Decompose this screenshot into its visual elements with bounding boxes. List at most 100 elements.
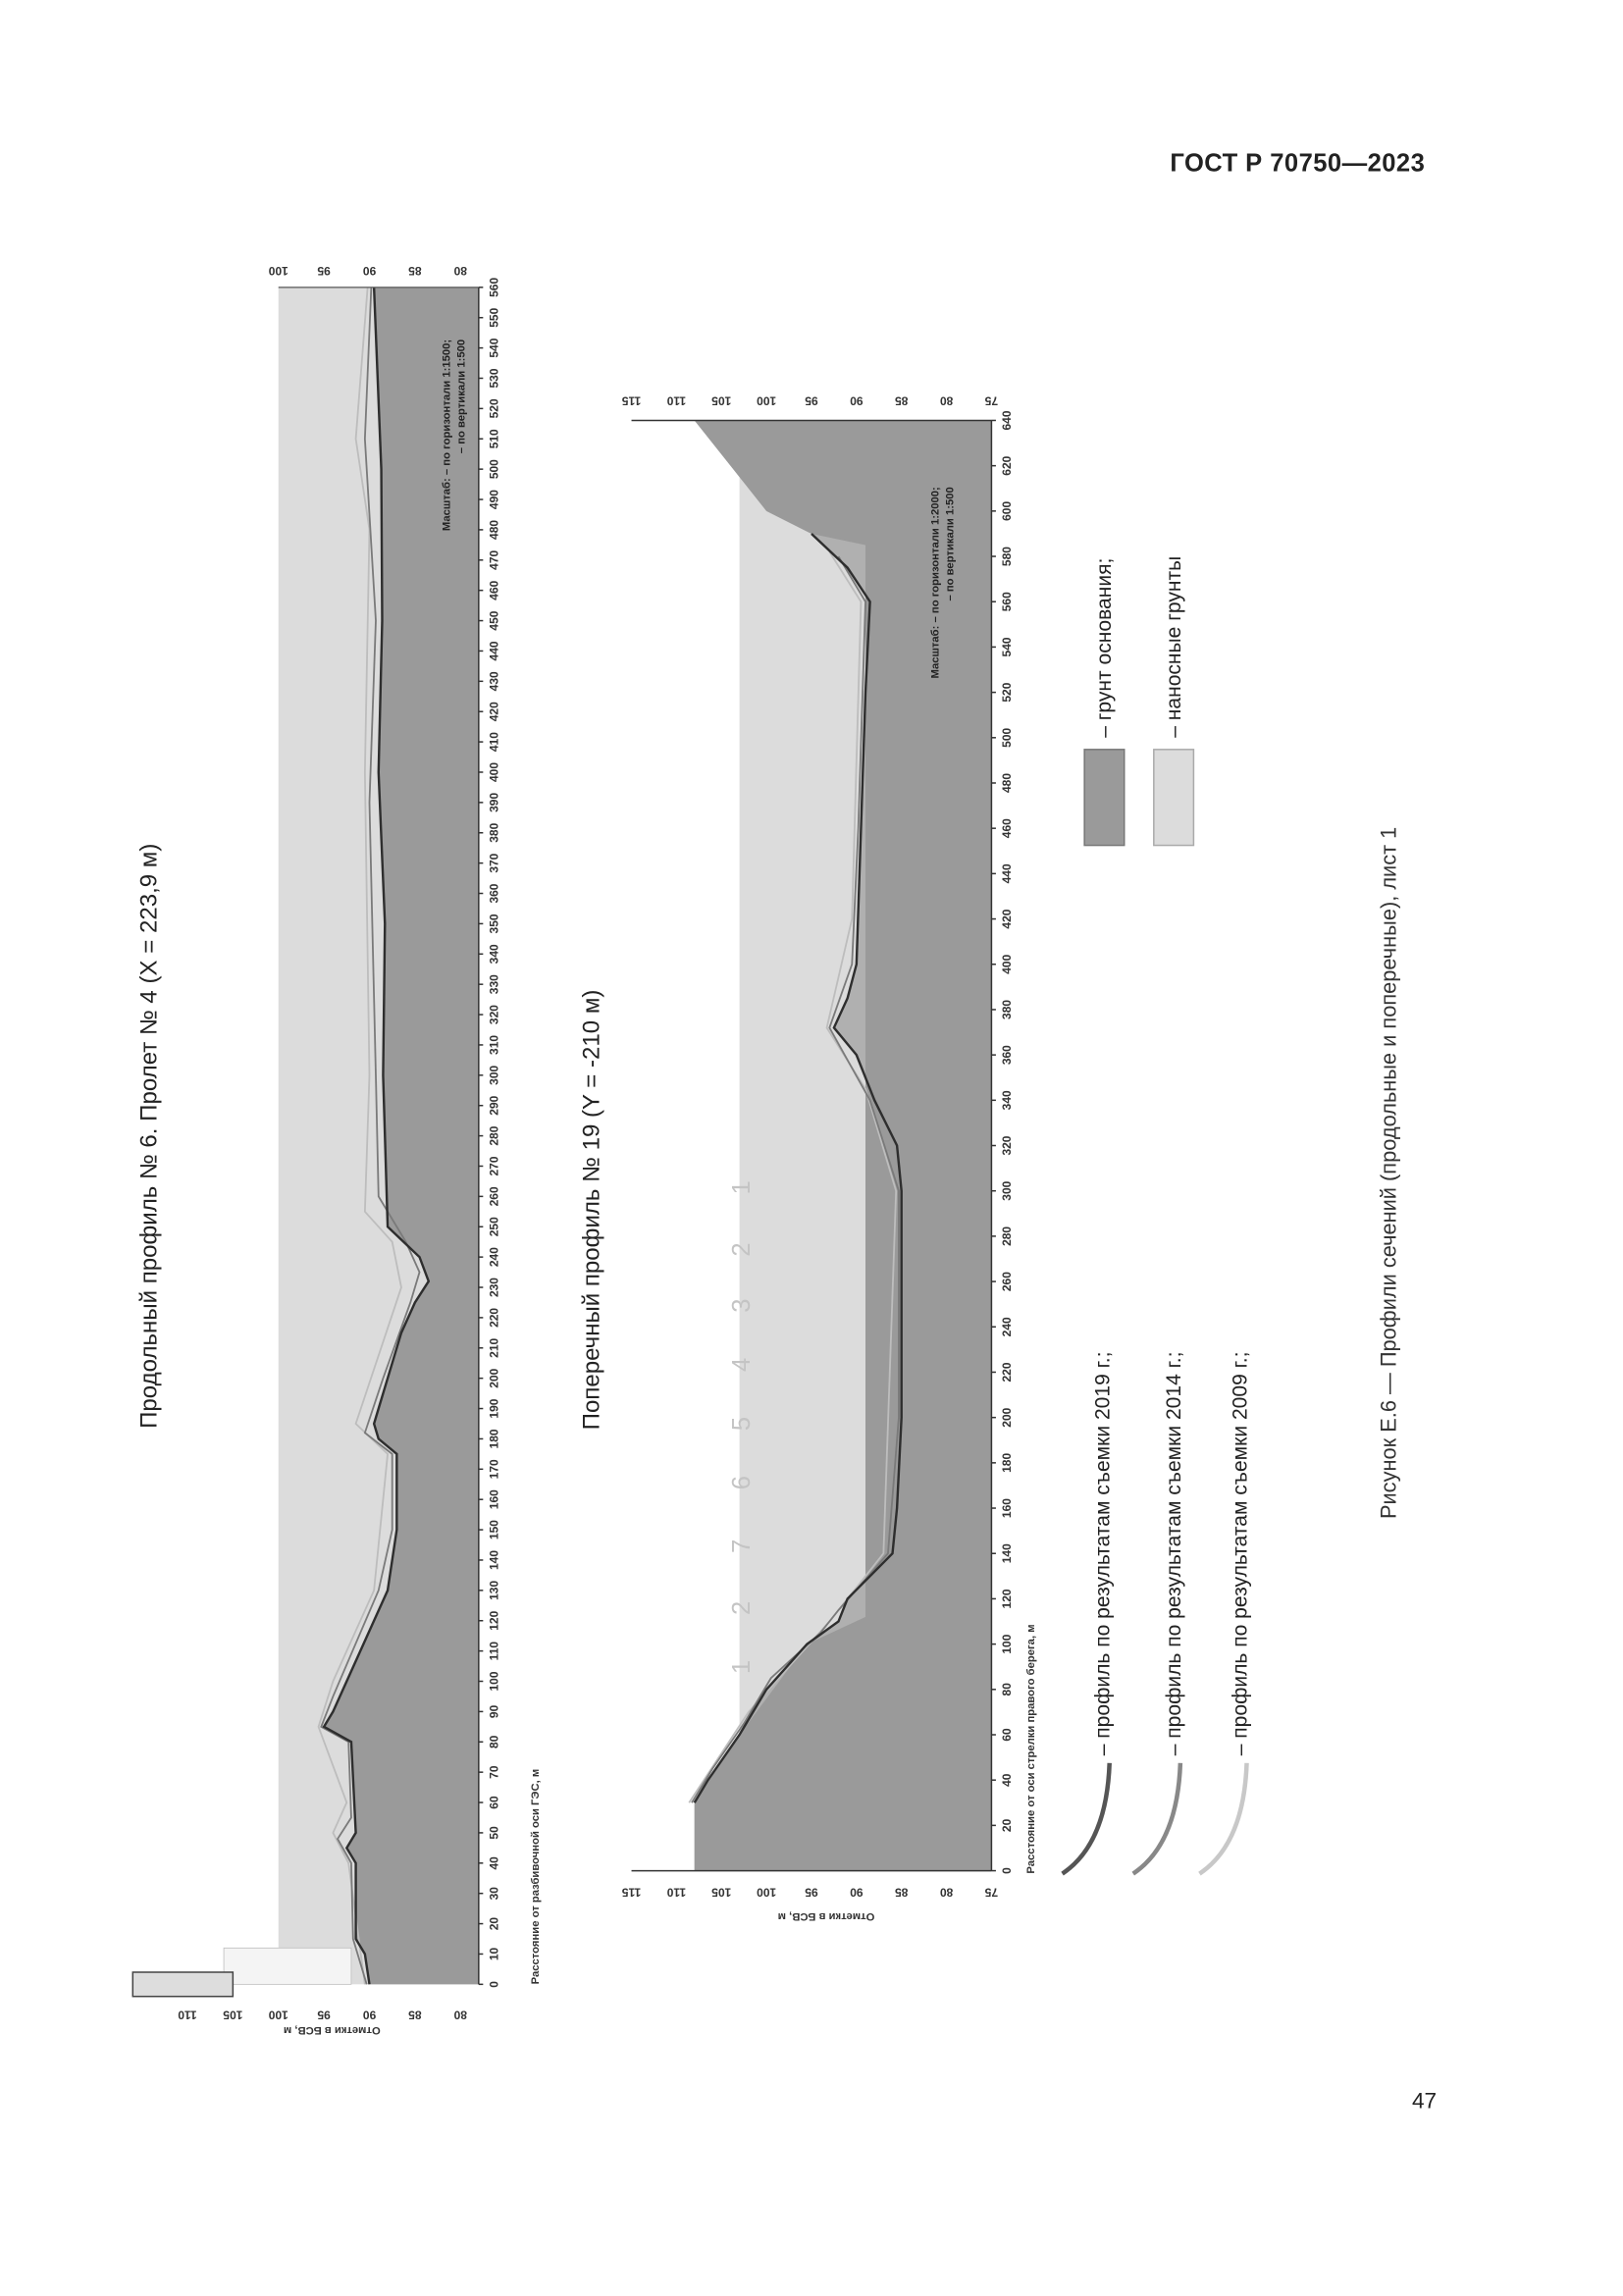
y-tick-label-left: 95 — [805, 1886, 818, 1900]
y-tick-label-right: 90 — [850, 393, 864, 407]
x-tick-label: 320 — [487, 1005, 500, 1024]
x-tick-label: 530 — [487, 368, 500, 388]
y-tick-label-right: 110 — [666, 393, 686, 407]
legend-line-2009-label: – профиль по результатам съемки 2009 г.; — [1230, 1352, 1252, 1756]
x-tick-label: 490 — [487, 490, 500, 509]
x-tick-label: 180 — [487, 1429, 500, 1448]
x-tick-label: 360 — [487, 883, 500, 903]
x-tick-label: 520 — [487, 398, 500, 418]
x-tick-label: 390 — [487, 793, 500, 812]
x-tick-label: 20 — [487, 1917, 500, 1931]
x-tick-label: 330 — [487, 974, 500, 994]
y-tick-label-left: 110 — [666, 1886, 686, 1900]
y-tick-label-left: 90 — [363, 2008, 377, 2021]
x-tick-label: 510 — [487, 429, 500, 448]
legend-line-2009-icon — [1198, 1762, 1249, 1876]
legend-line-2014-icon — [1131, 1762, 1183, 1876]
y-tick-label-right: 85 — [408, 264, 422, 278]
x-tick-label: 40 — [1000, 1773, 1014, 1787]
y-tick-label-left: 80 — [453, 2008, 467, 2021]
x-tick-label: 290 — [487, 1095, 500, 1115]
x-tick-label: 380 — [487, 822, 500, 842]
x-tick-label: 350 — [487, 913, 500, 933]
x-tick-label: 540 — [1000, 637, 1014, 656]
legend-base-ground-label: – грунт основания; — [1093, 558, 1116, 738]
x-tick-label: 250 — [487, 1217, 500, 1236]
x-tick-label: 200 — [1000, 1407, 1014, 1427]
x-tick-label: 470 — [487, 549, 500, 569]
x-tick-label: 240 — [1000, 1317, 1014, 1336]
x-tick-label: 280 — [487, 1125, 500, 1145]
x-tick-label: 410 — [487, 732, 500, 752]
x-tick-label: 370 — [487, 853, 500, 872]
y-tick-label-right: 100 — [757, 393, 776, 407]
y-tick-label-left: 85 — [895, 1886, 909, 1900]
x-tick-label: 340 — [487, 944, 500, 964]
y-tick-label-right: 105 — [711, 393, 731, 407]
x-tick-label: 70 — [487, 1765, 500, 1779]
figure1-scale-h: Масштаб: – по горизонтали 1:1500; — [442, 339, 453, 531]
x-tick-label: 420 — [1000, 909, 1014, 928]
profile-2009-line — [317, 287, 402, 1985]
x-tick-label: 0 — [1000, 1867, 1014, 1874]
x-tick-label: 60 — [487, 1796, 500, 1809]
x-tick-label: 160 — [487, 1489, 500, 1509]
figure1-title: Продольный профиль № 6. Пролет № 4 (X = … — [135, 844, 162, 1429]
legend-swatch-alluvial — [1153, 749, 1195, 847]
y-tick-label-right: 100 — [268, 264, 288, 278]
x-tick-label: 560 — [1000, 592, 1014, 611]
y-tick-label-left: 105 — [223, 2008, 242, 2021]
x-tick-label: 600 — [1000, 501, 1014, 521]
zone-label: 5 — [728, 1417, 756, 1431]
legend-line-2014-label: – профиль по результатам съемки 2014 г.; — [1163, 1352, 1185, 1756]
x-tick-label: 260 — [487, 1186, 500, 1206]
figure1-xlabel: Расстояние от разбивочной оси ГЭС, м — [530, 1769, 542, 1985]
x-tick-label: 320 — [1000, 1135, 1014, 1155]
zone-label: 4 — [728, 1358, 756, 1372]
x-tick-label: 30 — [487, 1887, 500, 1901]
x-tick-label: 200 — [487, 1368, 500, 1387]
structure-area — [223, 1947, 352, 1985]
y-tick-label-left: 110 — [178, 2008, 197, 2021]
x-tick-label: 400 — [487, 762, 500, 782]
x-tick-label: 170 — [487, 1459, 500, 1479]
x-tick-label: 380 — [1000, 1000, 1014, 1019]
x-tick-label: 480 — [1000, 773, 1014, 793]
zone-label: 2 — [728, 1242, 756, 1256]
x-tick-label: 80 — [1000, 1683, 1014, 1696]
y-tick-label-right: 85 — [895, 393, 909, 407]
x-tick-label: 300 — [1000, 1180, 1014, 1200]
x-tick-label: 460 — [487, 580, 500, 600]
x-tick-label: 50 — [487, 1826, 500, 1840]
x-tick-label: 360 — [1000, 1045, 1014, 1065]
y-tick-label-left: 90 — [850, 1886, 864, 1900]
legend-alluvial-label: – наносные грунты — [1163, 556, 1185, 738]
x-tick-label: 440 — [487, 641, 500, 660]
figure2-ylabel: Отметки в БСВ, м — [778, 1910, 875, 1922]
x-tick-label: 140 — [1000, 1543, 1014, 1563]
page-number: 47 — [1411, 2089, 1438, 2114]
y-tick-label-left: 75 — [984, 1886, 998, 1900]
x-tick-label: 230 — [487, 1278, 500, 1297]
x-tick-label: 580 — [1000, 547, 1014, 566]
figure-canvas: 0102030405060708090100110120130140150160… — [131, 264, 1400, 2036]
x-tick-label: 340 — [1000, 1090, 1014, 1110]
x-tick-label: 100 — [487, 1671, 500, 1691]
x-tick-label: 460 — [1000, 818, 1014, 838]
figure2-title: Поперечный профиль № 19 (Y = -210 м) — [578, 990, 604, 1431]
profile-2009-line — [688, 550, 898, 1803]
x-tick-label: 430 — [487, 671, 500, 691]
x-tick-label: 110 — [487, 1642, 500, 1661]
x-tick-label: 500 — [1000, 727, 1014, 747]
base-ground-area — [694, 420, 992, 1871]
zone-label: 6 — [728, 1476, 756, 1489]
figure1-scale-v: – по вертикали 1:500 — [456, 339, 468, 453]
x-tick-label: 550 — [487, 307, 500, 327]
zone-label: 3 — [728, 1299, 756, 1313]
y-tick-label-left: 100 — [268, 2008, 288, 2021]
figure2-scale-h: Масштаб: – по горизонтали 1:2000; — [929, 487, 941, 678]
y-tick-label-left: 100 — [757, 1886, 776, 1900]
y-tick-label-right: 80 — [940, 393, 954, 407]
x-tick-label: 120 — [487, 1610, 500, 1630]
x-tick-label: 450 — [487, 610, 500, 630]
